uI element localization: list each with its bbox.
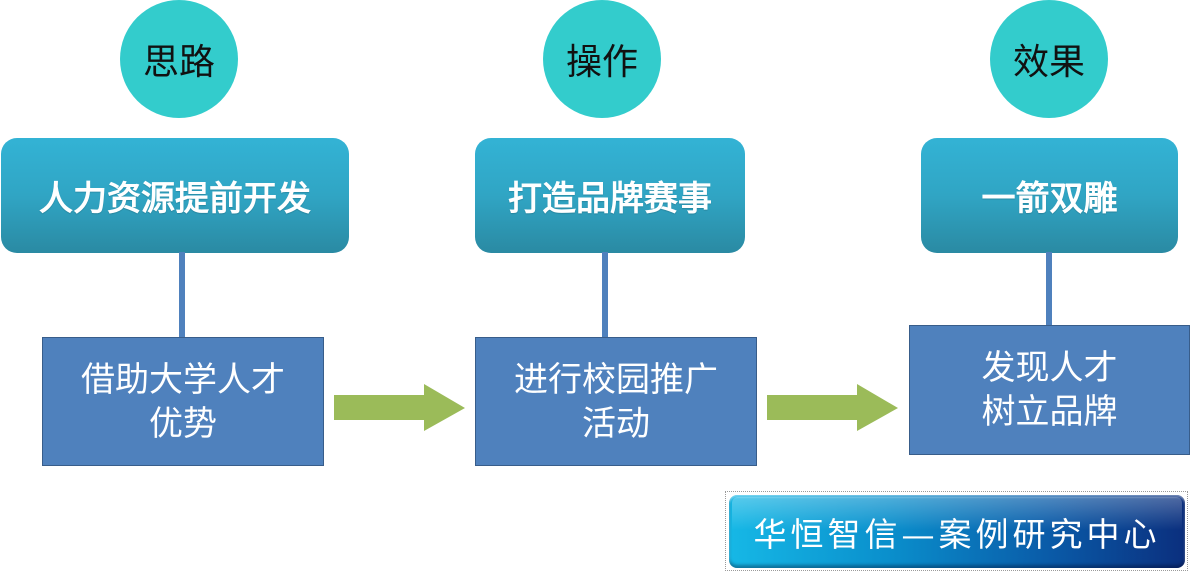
stage-circle-thinking: 思路 xyxy=(120,0,238,118)
arrow-shape xyxy=(334,384,465,431)
title-box-two-birds: 一箭双雕 xyxy=(921,138,1178,253)
title-box-brand-event: 打造品牌赛事 xyxy=(475,138,745,253)
stage-circle-effect: 效果 xyxy=(990,0,1108,118)
stage-circle-operation: 操作 xyxy=(543,0,661,118)
title-box-label: 人力资源提前开发 xyxy=(39,179,311,219)
detail-line: 进行校园推广 xyxy=(514,359,718,400)
connector-line xyxy=(1046,252,1052,326)
stage-label: 思路 xyxy=(142,42,215,83)
detail-line: 活动 xyxy=(582,403,650,444)
detail-line: 发现人才 xyxy=(981,348,1118,388)
badge-label: 华恒智信—案例研究中心 xyxy=(753,514,1161,554)
title-box-label: 一箭双雕 xyxy=(981,179,1118,219)
title-box-label: 打造品牌赛事 xyxy=(508,179,712,219)
detail-line: 借助大学人才 xyxy=(81,359,285,400)
research-center-badge: 华恒智信—案例研究中心 xyxy=(729,495,1185,568)
detail-box-university-talent: 借助大学人才 优势 xyxy=(42,337,324,466)
detail-box-talent-brand: 发现人才 树立品牌 xyxy=(909,325,1190,455)
detail-box-campus-promotion: 进行校园推广 活动 xyxy=(475,337,757,466)
detail-line: 树立品牌 xyxy=(981,392,1118,432)
connector-line xyxy=(179,252,185,338)
detail-line: 优势 xyxy=(149,403,217,444)
right-arrow-icon xyxy=(334,384,465,431)
connector-line xyxy=(602,252,608,338)
right-arrow-icon xyxy=(767,384,898,431)
stage-label: 效果 xyxy=(1012,42,1085,83)
arrow-shape xyxy=(767,384,898,431)
title-box-hr-development: 人力资源提前开发 xyxy=(1,138,349,253)
badge-frame xyxy=(725,491,1188,571)
stage-label: 操作 xyxy=(565,42,638,83)
